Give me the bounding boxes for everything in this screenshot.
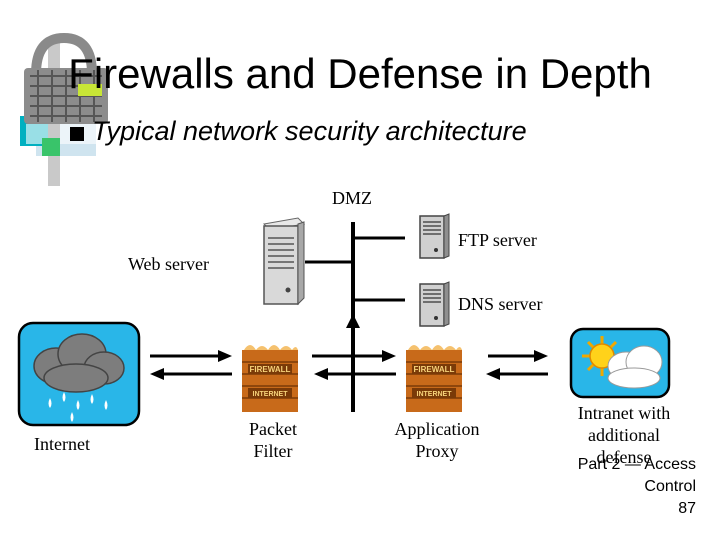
application-proxy-label-line2: Proxy bbox=[415, 441, 459, 461]
application-proxy-firewall-icon: FIREWALL INTERNET bbox=[406, 345, 462, 412]
dmz-arrow-head bbox=[346, 314, 360, 328]
arrow-right-icon bbox=[534, 350, 548, 362]
application-proxy-label: Application Proxy bbox=[382, 418, 492, 462]
storm-cloud-icon bbox=[17, 321, 141, 427]
slide-subtitle: Typical network security architecture bbox=[92, 116, 527, 146]
packet-filter-label-line2: Filter bbox=[253, 441, 293, 461]
intranet-label: Intranet with additional defense bbox=[558, 402, 690, 468]
ftp-server-icon bbox=[419, 213, 450, 259]
arrow-left-icon bbox=[486, 368, 500, 380]
packet-filter-label: Packet Filter bbox=[240, 418, 306, 462]
slide-title: Firewalls and Defense in Depth bbox=[68, 50, 652, 97]
footer-course-line1: Part 2 — Access bbox=[577, 456, 696, 473]
firewall-sign-text: FIREWALL bbox=[414, 365, 455, 374]
web-server-label: Web server bbox=[128, 254, 210, 274]
bullet-icon bbox=[70, 127, 84, 141]
internet-sign-text: INTERNET bbox=[253, 391, 289, 398]
arrow-left-icon bbox=[150, 368, 164, 380]
application-proxy-label-line1: Application bbox=[394, 419, 480, 439]
arrow-left-icon bbox=[314, 368, 328, 380]
page-number: 87 bbox=[678, 500, 696, 517]
ftp-server-label: FTP server bbox=[458, 230, 537, 250]
packet-filter-label-line1: Packet bbox=[249, 419, 297, 439]
slide-footer: Part 2 — Access Control 87 bbox=[578, 454, 696, 520]
padlock-logo-icon bbox=[20, 32, 108, 186]
web-server-icon bbox=[262, 217, 306, 306]
packet-filter-firewall-icon: FIREWALL INTERNET bbox=[242, 345, 298, 412]
arrow-right-icon bbox=[382, 350, 396, 362]
sunny-cloud-icon bbox=[569, 327, 671, 399]
intranet-label-line2: additional bbox=[588, 425, 660, 445]
arrow-right-icon bbox=[218, 350, 232, 362]
footer-course-line2: Control bbox=[644, 478, 696, 495]
internet-sign-text: INTERNET bbox=[417, 391, 453, 398]
firewall-sign-text: FIREWALL bbox=[250, 365, 291, 374]
internet-label: Internet bbox=[34, 434, 90, 454]
dns-server-icon bbox=[419, 281, 450, 327]
dmz-label: DMZ bbox=[332, 188, 372, 208]
intranet-label-line3: defense bbox=[596, 447, 652, 467]
intranet-label-line1: Intranet with bbox=[577, 403, 671, 423]
dns-server-label: DNS server bbox=[458, 294, 543, 314]
